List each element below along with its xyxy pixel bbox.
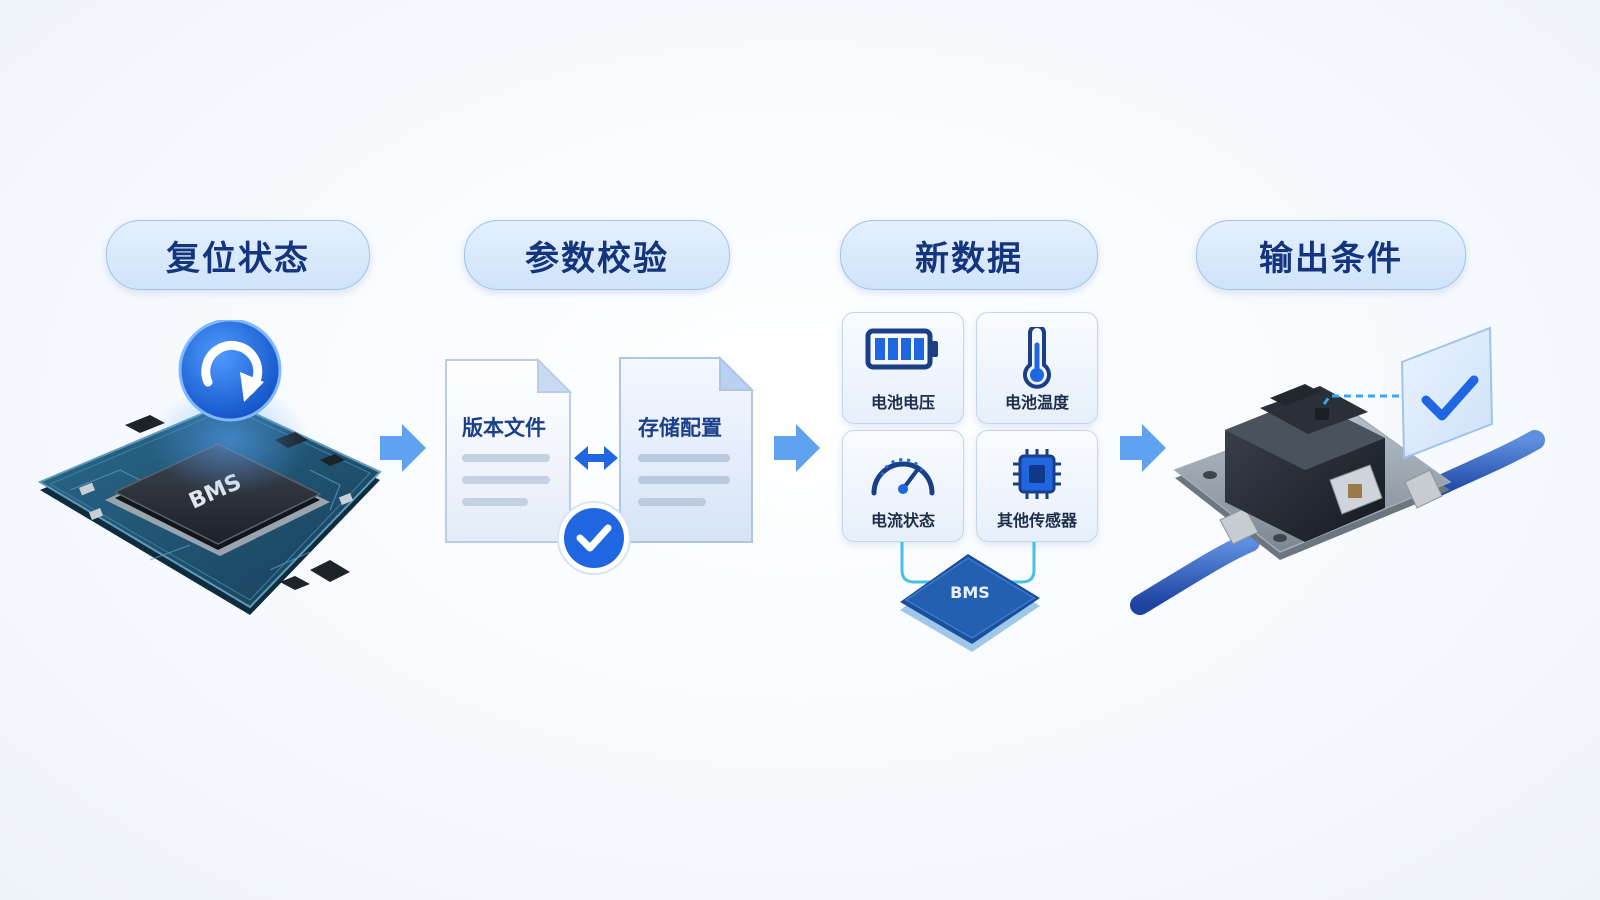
battery-icon xyxy=(865,328,938,370)
tile-label: 电流状态 xyxy=(870,511,935,530)
tile-label: 电池电压 xyxy=(870,393,935,412)
relay-contactor-icon xyxy=(1130,326,1545,615)
thermometer-icon xyxy=(1023,327,1051,389)
sensor-tile-other: 其他传感器 xyxy=(976,430,1098,542)
sensor-tile-current: 电流状态 xyxy=(842,430,964,542)
gauge-icon xyxy=(871,458,935,496)
flow-arrow-3 xyxy=(1120,424,1166,472)
step-label-param-check: 参数校验 xyxy=(464,220,730,290)
sensor-tile-voltage: 电池电压 xyxy=(842,312,964,424)
doc-label-storage-config: 存储配置 xyxy=(638,416,722,440)
doc-label-version-file: 版本文件 xyxy=(462,416,546,440)
mini-bms-label: BMS xyxy=(950,583,990,602)
flow-arrow-2 xyxy=(774,424,820,472)
step-label-new-data: 新数据 xyxy=(840,220,1098,290)
tile-label: 电池温度 xyxy=(1004,393,1069,412)
chip-icon xyxy=(1013,449,1061,499)
sensor-tile-temperature: 电池温度 xyxy=(976,312,1098,424)
flow-arrow-1 xyxy=(380,424,426,472)
document-compare-icon xyxy=(445,355,755,575)
sensor-connection-lines: BMS xyxy=(900,540,1040,652)
step-label-output-condition: 输出条件 xyxy=(1196,220,1466,290)
tile-label: 其他传感器 xyxy=(996,511,1077,530)
bms-board-reset-icon: BMS xyxy=(37,320,382,615)
step-label-reset-state: 复位状态 xyxy=(106,220,370,290)
